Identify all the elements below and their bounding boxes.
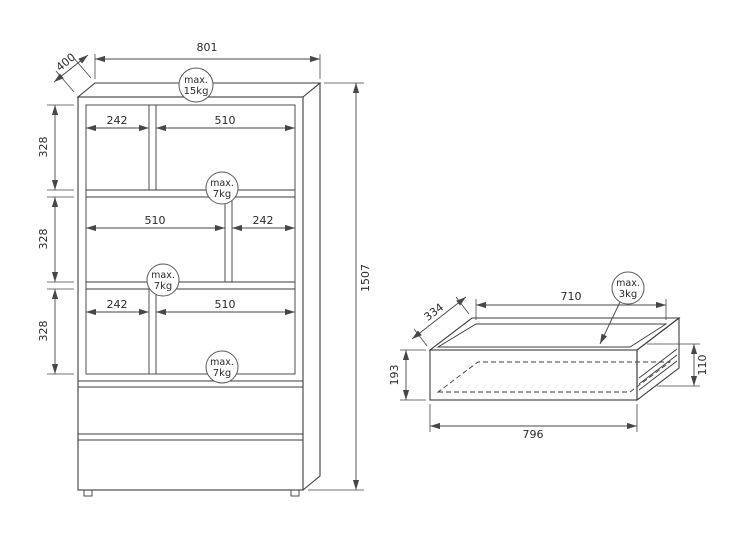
shelf2-load-prefix: max. — [151, 270, 175, 281]
drawer-load-badge: max. 3kg — [599, 271, 645, 345]
row1-dimensions: 242 510 — [86, 114, 295, 132]
top-load-value: 15kg — [184, 86, 209, 97]
drawer-depth-value: 334 — [422, 301, 447, 324]
row1-left-value: 242 — [107, 114, 128, 127]
cabinet-width-value: 801 — [197, 41, 218, 54]
shelf1-load-badge: max. 7kg — [205, 171, 239, 205]
drawer-inner-width-dimension: 710 — [475, 290, 667, 320]
drawer-depth-dimension: 334 — [411, 296, 470, 347]
cabinet-height-value: 1507 — [359, 264, 372, 292]
shelf1-load-value: 7kg — [213, 189, 232, 200]
shelf3-load-prefix: max. — [210, 357, 234, 368]
drawer-outline — [428, 316, 681, 402]
shelf1-load-prefix: max. — [210, 178, 234, 189]
drawer-outer-width-dimension: 796 — [429, 404, 638, 441]
top-load-prefix: max. — [184, 75, 208, 86]
section-height-3-value: 328 — [37, 321, 50, 342]
row3-dimensions: 242 510 — [86, 298, 295, 316]
cabinet-section-dimensions: 328 328 328 — [37, 104, 74, 375]
drawer-front-height-value: 193 — [388, 365, 401, 386]
drawer-side-height-dimension: 110 — [647, 343, 709, 387]
cabinet-outline — [76, 82, 322, 497]
drawer-load-value: 3kg — [619, 289, 638, 300]
drawer-side-height-value: 110 — [696, 355, 709, 376]
shelf3-load-badge: max. 7kg — [205, 350, 239, 384]
drawer-figure: 334 710 193 110 — [388, 271, 709, 441]
section-height-2-value: 328 — [37, 229, 50, 250]
cabinet-depth-value: 400 — [54, 51, 79, 74]
row1-right-value: 510 — [215, 114, 236, 127]
row2-dimensions: 510 242 — [86, 214, 295, 232]
drawer-outer-width-value: 796 — [523, 428, 544, 441]
shelf3-load-value: 7kg — [213, 368, 232, 379]
row3-right-value: 510 — [215, 298, 236, 311]
section-height-1-value: 328 — [37, 137, 50, 158]
row3-left-value: 242 — [107, 298, 128, 311]
cabinet-height-dimension: 1507 — [308, 82, 372, 491]
shelf2-load-badge: max. 7kg — [146, 263, 180, 297]
drawer-load-prefix: max. — [616, 278, 640, 289]
cabinet-top-load-badge: max. 15kg — [178, 67, 214, 103]
drawer-front-height-dimension: 193 — [388, 349, 426, 401]
drawer-inner-width-value: 710 — [561, 290, 582, 303]
row2-right-value: 242 — [253, 214, 274, 227]
shelf2-load-value: 7kg — [154, 281, 173, 292]
cabinet-width-dimension: 801 — [94, 41, 321, 79]
cabinet-depth-dimension: 400 — [54, 51, 92, 93]
cabinet-figure: 801 400 1507 — [37, 41, 372, 497]
row2-left-value: 510 — [145, 214, 166, 227]
